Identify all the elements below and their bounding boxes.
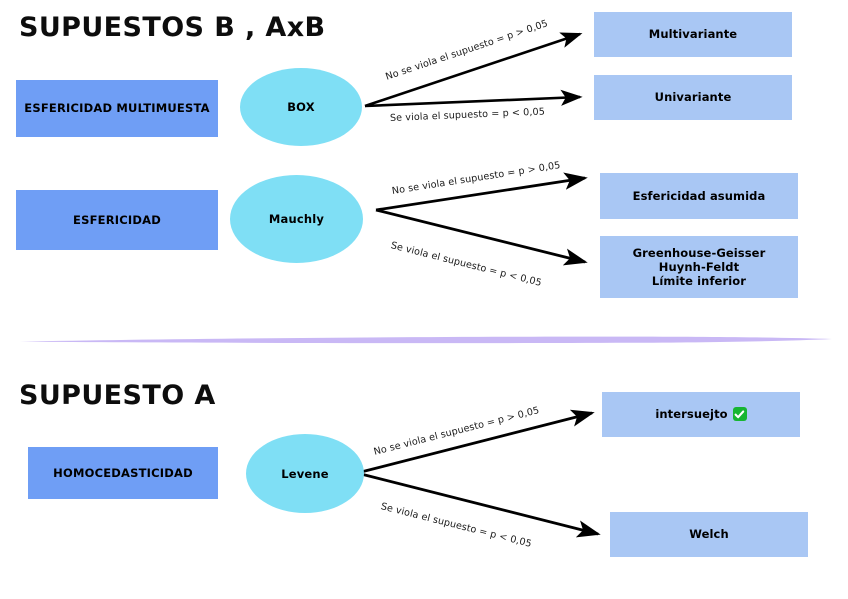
- box-univariante[interactable]: Univariante: [594, 75, 792, 120]
- edge-label-mauchly-no-viola: No se viola el supuesto = p > 0,05: [391, 159, 562, 197]
- box-intersujeto-label: intersuejto: [655, 407, 728, 422]
- divider-shape: [20, 336, 832, 344]
- section-divider: [20, 333, 832, 349]
- edge-label-box-no-viola: No se viola el supuesto = p > 0,05: [384, 18, 550, 83]
- box-intersujeto-content: intersuejto: [655, 407, 747, 422]
- box-intersujeto[interactable]: intersuejto: [602, 392, 800, 437]
- box-multivariante[interactable]: Multivariante: [594, 12, 792, 57]
- edge-label-levene-si-viola: Se viola el supuesto = p < 0,05: [379, 501, 533, 550]
- page-title-supuesto-a: SUPUESTO A: [19, 380, 216, 411]
- ellipse-test-mauchly[interactable]: Mauchly: [230, 175, 363, 263]
- ellipse-test-box[interactable]: BOX: [240, 68, 362, 146]
- box-correcciones-esfericidad[interactable]: Greenhouse-Geisser Huynh-Feldt Límite in…: [600, 236, 798, 298]
- page-title-supuestos-b: SUPUESTOS B , AxB: [19, 12, 326, 43]
- box-esfericidad[interactable]: ESFERICIDAD: [16, 190, 218, 250]
- edge-label-levene-no-viola: No se viola el supuesto = p > 0,05: [372, 405, 541, 458]
- box-esfericidad-multimuestra[interactable]: ESFERICIDAD MULTIMUESTA: [16, 80, 218, 137]
- box-homocedasticidad[interactable]: HOMOCEDASTICIDAD: [28, 447, 218, 499]
- check-mark-icon: [732, 407, 747, 422]
- box-welch[interactable]: Welch: [610, 512, 808, 557]
- box-esfericidad-asumida[interactable]: Esfericidad asumida: [600, 173, 798, 219]
- edge-box-univariante: [364, 89, 583, 108]
- ellipse-test-levene[interactable]: Levene: [246, 434, 364, 513]
- edge-label-mauchly-si-viola: Se viola el supuesto = p < 0,05: [389, 240, 543, 289]
- edge-label-box-si-viola: Se viola el supuesto = p < 0,05: [389, 106, 546, 124]
